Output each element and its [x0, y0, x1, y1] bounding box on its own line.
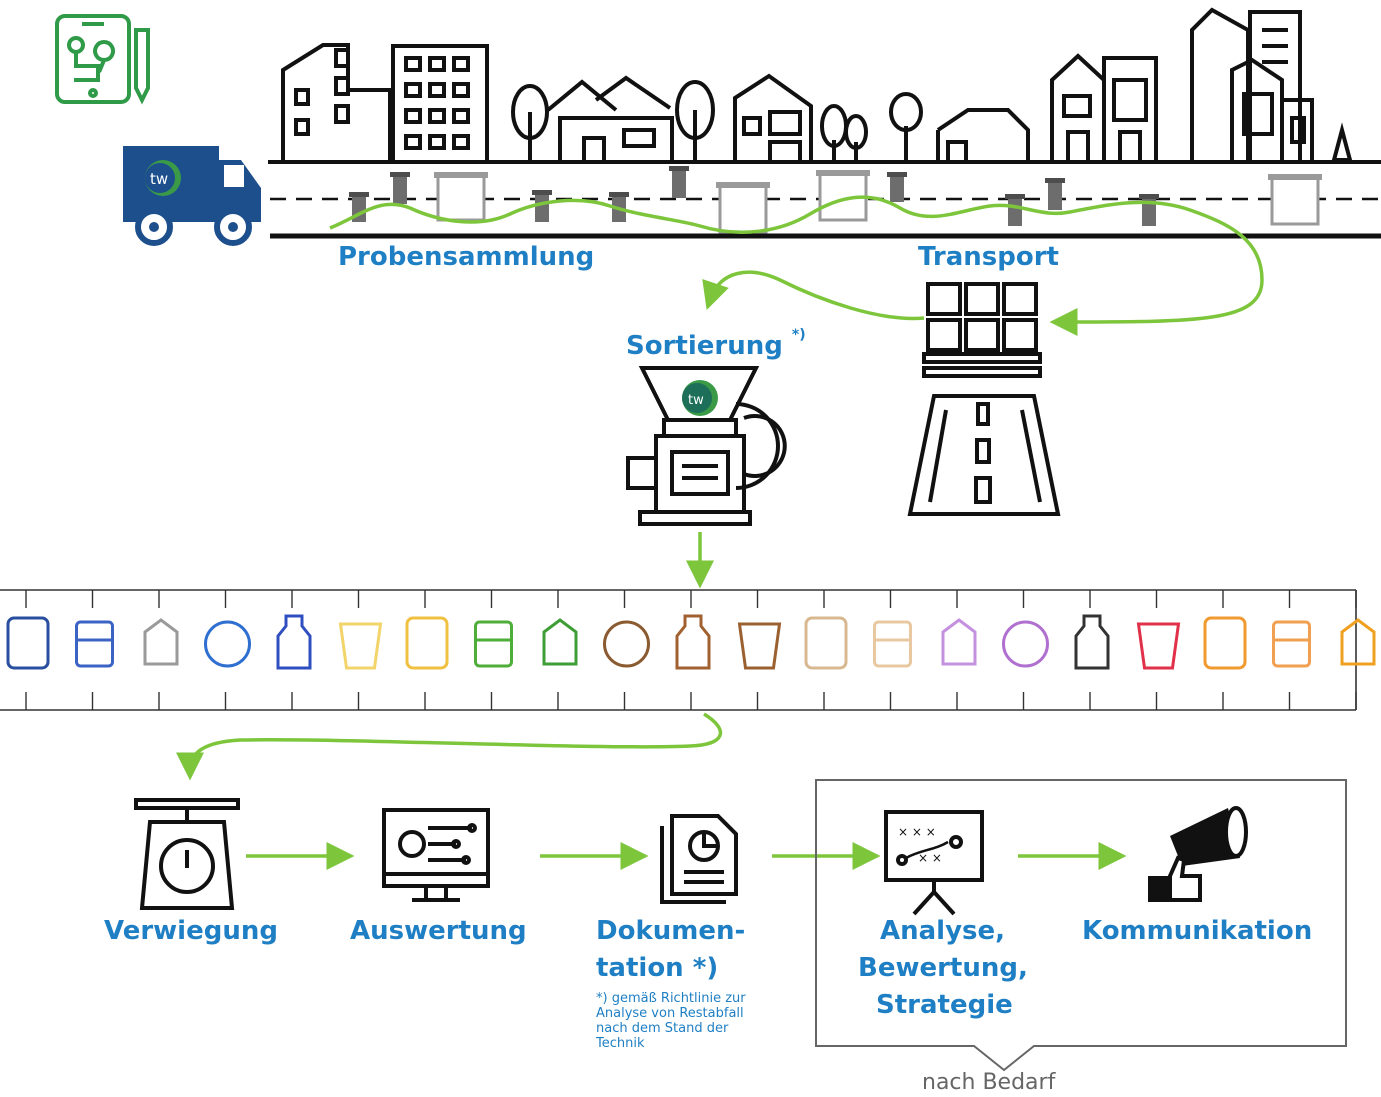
- footnote: *) gemäß Richtlinie zur Analyse von Rest…: [596, 991, 746, 1051]
- sorting-machine-icon: [626, 366, 787, 526]
- city-skyline-icon: [268, 7, 1381, 164]
- broken-glass-icon: [474, 620, 513, 668]
- evaluation-label: Auswertung: [350, 916, 527, 946]
- sorting-label-text: Sortierung: [626, 331, 783, 361]
- beverage-carton-icon: [941, 618, 977, 666]
- documentation-report-icon: [660, 814, 738, 904]
- footnote-line4: Technik: [596, 1036, 645, 1051]
- truck-logo-text: tw: [150, 170, 168, 188]
- grid-ticks: [25, 590, 1357, 710]
- organic-bag-icon: [737, 622, 782, 670]
- evaluation-monitor-icon: [382, 808, 490, 902]
- sorting-footnote-mark: *): [791, 327, 806, 343]
- ceramic-vase-icon: [1074, 614, 1110, 670]
- hazardous-waste-icon: [1340, 618, 1376, 666]
- footnote-line2: Analyse von Restabfall: [596, 1006, 744, 1021]
- aluminium-can-icon: [143, 618, 179, 666]
- paper-stack-icon: [276, 614, 312, 670]
- collection-route-line: [329, 195, 1264, 336]
- wood-plank-icon: [873, 620, 912, 668]
- megaphone-icon: [1148, 806, 1248, 902]
- glass-bottle-icon: [542, 618, 578, 666]
- transport-to-sorting-line: [702, 270, 925, 321]
- road-perspective-icon: [907, 394, 1061, 516]
- footnote-line1: *) gemäß Richtlinie zur: [596, 991, 746, 1006]
- truck-icon: [123, 146, 261, 246]
- footnote-line3: nach dem Stand der: [596, 1021, 729, 1036]
- fraction-icons: [6, 614, 1376, 670]
- screws-icon: [75, 620, 114, 668]
- sorting-logo-text: tw: [688, 393, 704, 408]
- batteries-icon: [1136, 622, 1181, 670]
- cardboard-box-icon: [204, 620, 251, 668]
- analysis-label-line3: Strategie: [876, 990, 1013, 1020]
- collection-label: Probensammlung: [338, 242, 595, 272]
- food-waste-icon: [603, 620, 650, 668]
- transport-label: Transport: [918, 242, 1059, 272]
- communication-label: Kommunikation: [1082, 916, 1313, 946]
- sorting-label: Sortierung *): [626, 327, 806, 361]
- optional-label: nach Bedarf: [922, 1070, 1056, 1095]
- optional-steps-bracket: [815, 779, 1347, 1072]
- waste-bins-icon: [349, 166, 1322, 234]
- textiles-icon: [1203, 616, 1247, 670]
- hygiene-products-icon: [1272, 620, 1311, 668]
- strategy-board-icon: [884, 810, 984, 916]
- wooden-crate-icon: [804, 616, 848, 670]
- tin-can-icon: [6, 616, 50, 670]
- analysis-label-line2: Bewertung,: [858, 953, 1028, 983]
- fractions-to-weighing-arrow: [176, 712, 723, 781]
- weighing-label: Verwiegung: [104, 916, 278, 946]
- documentation-label-line1: Dokumen-: [596, 916, 746, 946]
- pallet-boxes-icon: [922, 282, 1042, 378]
- rubber-duck-icon: [338, 622, 383, 670]
- svg-text:× × ×: × × ×: [898, 825, 936, 839]
- plastic-bottle-icon: [405, 616, 449, 670]
- svg-text:× ×: × ×: [918, 851, 942, 865]
- documentation-label-line2: tation *): [596, 953, 719, 983]
- tablet-map-icon: [55, 14, 150, 105]
- analysis-label-line1: Analyse,: [880, 916, 1006, 946]
- branches-icon: [675, 614, 711, 670]
- weighing-scale-icon: [134, 798, 240, 910]
- hair-dryer-icon: [1002, 620, 1049, 668]
